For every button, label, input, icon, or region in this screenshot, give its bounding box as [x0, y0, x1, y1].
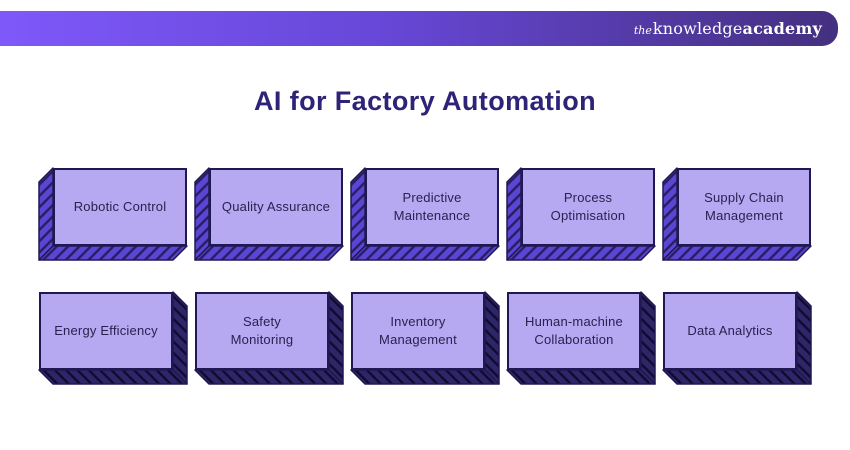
- box-label: Human-machine Collaboration: [525, 314, 623, 347]
- box-supply-chain-management: Supply Chain Management: [662, 167, 812, 261]
- box-face: Supply Chain Management: [677, 168, 811, 246]
- box-label: Quality Assurance: [221, 199, 331, 215]
- box-energy-efficiency: Energy Efficiency: [38, 291, 188, 385]
- box-human-machine-collaboration: Human-machine Collaboration: [506, 291, 656, 385]
- logo-knowledge: knowledge: [652, 18, 743, 38]
- box-3d-extrusion: [506, 167, 656, 261]
- box-3d-extrusion: [506, 291, 656, 385]
- box-3d-extrusion: [662, 291, 812, 385]
- box-3d-extrusion: [194, 291, 344, 385]
- box-face: Predictive Maintenance: [365, 168, 499, 246]
- box-inventory-management: Inventory Management: [350, 291, 500, 385]
- box-label: Robotic Control: [73, 199, 167, 215]
- box-quality-assurance: Quality Assurance: [194, 167, 344, 261]
- box-3d-extrusion: [194, 167, 344, 261]
- box-safety-monitoring: Safety Monitoring: [194, 291, 344, 385]
- box-data-analytics: Data Analytics: [662, 291, 812, 385]
- header-bar: theknowledgeacademy: [0, 11, 838, 46]
- box-label: Inventory Management: [379, 314, 457, 347]
- box-face: Robotic Control: [53, 168, 187, 246]
- box-label: Process Optimisation: [550, 190, 626, 223]
- box-3d-extrusion: [350, 291, 500, 385]
- box-process-optimisation: Process Optimisation: [506, 167, 656, 261]
- box-label: Data Analytics: [687, 323, 773, 339]
- knowledge-academy-logo: theknowledgeacademy: [633, 18, 822, 38]
- box-face: Safety Monitoring: [195, 292, 329, 370]
- boxes-row-1: Robotic Control Quality Assurance Predicti…: [0, 167, 850, 261]
- box-face: Data Analytics: [663, 292, 797, 370]
- box-label: Predictive Maintenance: [393, 190, 471, 223]
- box-label: Supply Chain Management: [704, 190, 784, 223]
- box-face: Quality Assurance: [209, 168, 343, 246]
- box-3d-extrusion: [38, 167, 188, 261]
- box-label: Safety Monitoring: [230, 314, 294, 347]
- box-face: Process Optimisation: [521, 168, 655, 246]
- box-label: Energy Efficiency: [54, 323, 158, 339]
- logo-academy: academy: [742, 18, 822, 38]
- box-face: Energy Efficiency: [39, 292, 173, 370]
- box-3d-extrusion: [662, 167, 812, 261]
- boxes-row-2: Energy Efficiency Safety Monitoring Invent…: [0, 291, 850, 385]
- box-face: Inventory Management: [351, 292, 485, 370]
- logo-the: the: [633, 23, 652, 37]
- box-face: Human-machine Collaboration: [507, 292, 641, 370]
- box-robotic-control: Robotic Control: [38, 167, 188, 261]
- box-predictive-maintenance: Predictive Maintenance: [350, 167, 500, 261]
- box-3d-extrusion: [38, 291, 188, 385]
- page-title: AI for Factory Automation: [253, 86, 596, 116]
